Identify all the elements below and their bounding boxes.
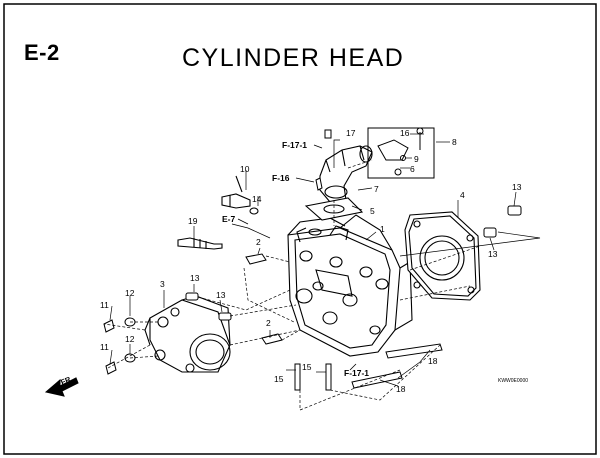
direction-label: FR. [59, 374, 74, 387]
outer-border [3, 3, 597, 455]
callout-3: 3 [160, 279, 165, 289]
callout-15: 15 [302, 362, 312, 372]
leader-lines [109, 133, 541, 387]
bolts-and-studs [103, 129, 522, 391]
cylinder-head [287, 214, 413, 357]
intake-manifold [144, 295, 231, 373]
callout-16: 16 [400, 128, 410, 138]
callout-5: 5 [370, 206, 375, 216]
callout-18: 18 [428, 356, 438, 366]
callout-15: 15 [274, 374, 284, 384]
reference-arrows [237, 144, 357, 371]
direction-arrow-icon [44, 377, 79, 397]
spark-plug [177, 237, 223, 250]
callout-13: 13 [216, 290, 226, 300]
section-code: E-2 [24, 40, 60, 65]
callout-13: 13 [512, 182, 522, 192]
assembly-dashed-lines [103, 159, 481, 411]
callout-2: 2 [266, 318, 271, 328]
intake-pipe [319, 145, 373, 203]
ref-f-16: F-16 [272, 173, 290, 183]
callout-8: 8 [452, 137, 457, 147]
callout-2: 2 [256, 237, 261, 247]
reference-labels: F-17-1 F-16 E-7 F-17-1 [222, 140, 369, 378]
callout-9: 9 [414, 154, 419, 164]
temperature-sensor [221, 175, 259, 215]
callout-11: 11 [100, 342, 109, 352]
callout-10: 10 [240, 164, 250, 174]
callout-12: 12 [125, 288, 135, 298]
page-title: CYLINDER HEAD [182, 44, 405, 72]
callout-12: 12 [125, 334, 135, 344]
callout-7: 7 [374, 184, 379, 194]
ref-f-17-1-top: F-17-1 [282, 140, 307, 150]
head-gasket [404, 211, 481, 301]
callout-1: 1 [380, 224, 385, 234]
callout-17: 17 [346, 128, 356, 138]
diagram-code: KWW0E0000 [498, 378, 528, 384]
callout-labels: 1 2 2 3 4 5 6 7 8 9 10 11 11 12 12 13 13… [100, 128, 522, 394]
ref-e-7: E-7 [222, 214, 236, 224]
callout-13: 13 [190, 273, 200, 283]
callout-14: 14 [252, 194, 262, 204]
callout-18: 18 [396, 384, 406, 394]
clamp-box [367, 127, 435, 179]
callout-13: 13 [488, 249, 498, 259]
callout-19: 19 [188, 216, 198, 226]
callout-4: 4 [460, 190, 465, 200]
ref-f-17-1-bottom: F-17-1 [344, 368, 369, 378]
callout-11: 11 [100, 300, 109, 310]
callout-6: 6 [410, 164, 415, 174]
